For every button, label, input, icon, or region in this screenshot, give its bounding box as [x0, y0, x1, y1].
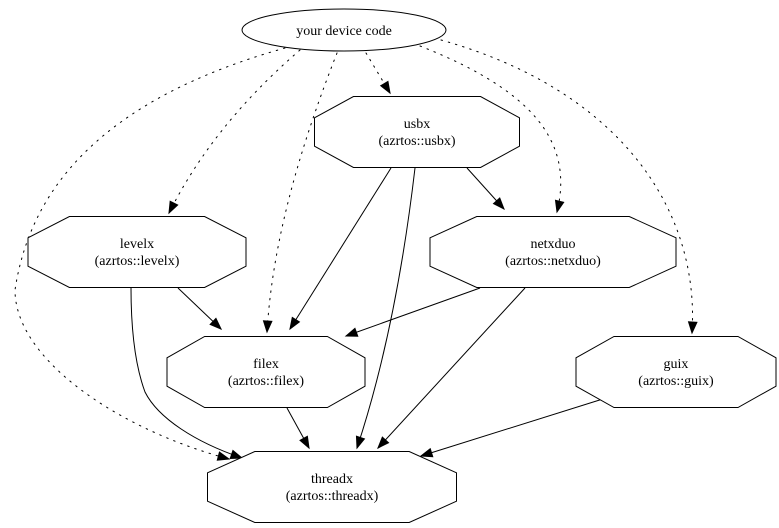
arrowhead-icon	[554, 199, 565, 214]
node-octagon-shape	[314, 96, 520, 168]
edge-line	[168, 49, 301, 214]
edge-device-usbx	[365, 52, 391, 95]
edge-levelx-threadx	[130, 287, 244, 459]
node-filex: filex(azrtos::filex)	[166, 336, 366, 408]
node-levelx: levelx(azrtos::levelx)	[27, 216, 247, 288]
edge-levelx-filex	[177, 287, 223, 330]
edge-netxduo-filex	[344, 287, 481, 337]
node-label-levelx-line1: levelx	[120, 237, 154, 252]
edge-guix-threadx	[419, 397, 607, 458]
node-label-guix-line1: guix	[664, 357, 689, 372]
edge-line	[377, 287, 526, 449]
arrowhead-icon	[687, 321, 698, 335]
edge-line	[345, 287, 481, 337]
edge-device-guix	[440, 39, 698, 335]
node-label-filex-line1: filex	[253, 357, 279, 372]
arrowhead-icon	[262, 320, 273, 334]
node-label-threadx-line1: threadx	[311, 472, 353, 487]
node-octagon-shape	[207, 451, 457, 523]
arrowhead-icon	[289, 316, 301, 331]
arrowhead-icon	[216, 451, 231, 461]
node-octagon-shape	[27, 216, 247, 288]
node-label-usbx-line1: usbx	[404, 117, 430, 132]
node-label-guix-line2: (azrtos::guix)	[638, 374, 714, 389]
arrowhead-icon	[209, 317, 223, 330]
edge-line	[420, 397, 607, 457]
node-label-levelx-line2: (azrtos::levelx)	[95, 254, 180, 269]
node-octagon-shape	[166, 336, 366, 408]
node-label-filex-line2: (azrtos::filex)	[228, 374, 305, 389]
edge-usbx-filex	[289, 167, 392, 331]
edge-line	[266, 52, 338, 333]
edge-device-threadx	[14, 47, 286, 461]
arrowhead-icon	[344, 327, 359, 337]
edge-netxduo-threadx	[377, 287, 526, 450]
arrowhead-icon	[379, 80, 391, 95]
node-usbx: usbx(azrtos::usbx)	[314, 96, 520, 168]
arrowhead-icon	[377, 436, 390, 450]
node-guix: guix(azrtos::guix)	[575, 336, 777, 408]
edge-line	[440, 39, 694, 334]
node-device: your device code	[241, 8, 447, 52]
edge-device-levelx	[168, 49, 301, 215]
node-octagon-shape	[575, 336, 777, 408]
arrowhead-icon	[299, 435, 310, 450]
edge-line	[130, 287, 243, 459]
arrowhead-icon	[355, 435, 366, 450]
edge-filex-threadx	[286, 407, 310, 450]
arrowhead-icon	[419, 447, 434, 458]
edge-usbx-netxduo	[466, 167, 505, 211]
edge-line	[356, 167, 416, 449]
node-netxduo: netxduo(azrtos::netxduo)	[429, 216, 677, 288]
node-octagon-shape	[429, 216, 677, 288]
node-label-netxduo-line1: netxduo	[530, 237, 575, 252]
edge-device-filex	[262, 52, 338, 334]
edge-usbx-threadx	[355, 167, 416, 450]
node-threadx: threadx(azrtos::threadx)	[207, 451, 457, 523]
edge-line	[289, 167, 392, 330]
node-label-netxduo-line2: (azrtos::netxduo)	[505, 254, 601, 269]
node-label-threadx-line2: (azrtos::threadx)	[286, 489, 379, 504]
arrowhead-icon	[229, 449, 244, 459]
node-label-usbx-line2: (azrtos::usbx)	[379, 134, 456, 149]
node-ellipse-shape	[241, 8, 447, 52]
arrowhead-icon	[492, 197, 505, 211]
edge-device-netxduo	[419, 45, 565, 214]
arrowhead-icon	[168, 200, 179, 215]
node-label-device-line1: your device code	[296, 24, 392, 39]
